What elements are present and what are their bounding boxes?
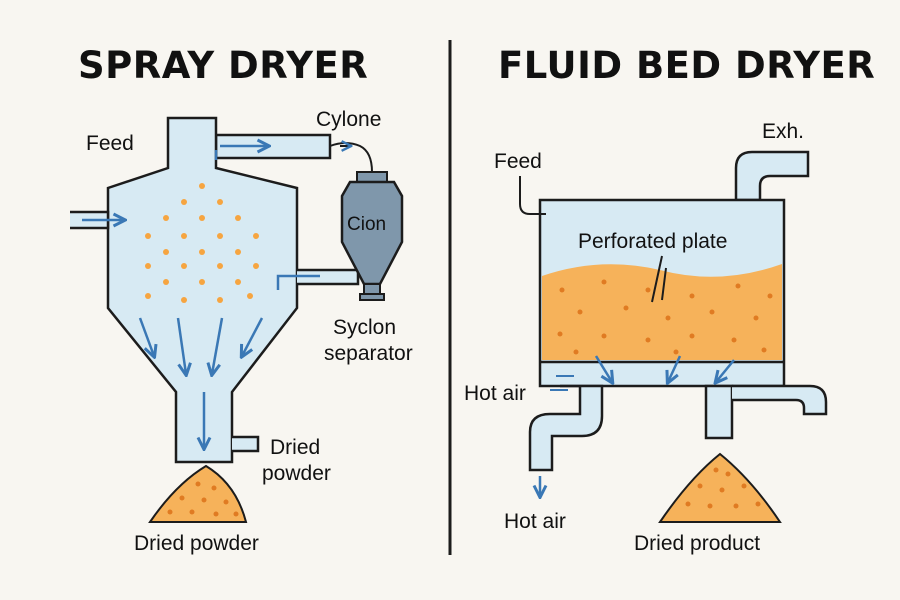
separator-label-line2: separator — [324, 342, 413, 365]
hot-air-in-label: Hot air — [464, 382, 526, 405]
spray-droplets — [145, 183, 259, 303]
spray-powder-outlet — [232, 435, 260, 453]
spray-feed-label: Feed — [86, 132, 134, 155]
cyclone-body-label: Cion — [347, 214, 387, 235]
hot-air-out-label: Hot air — [504, 510, 566, 533]
spray-outlet-label-line2: powder — [262, 462, 331, 485]
fluid-product-pile — [658, 452, 782, 523]
separator-label-line1: Syclon — [333, 316, 397, 339]
spray-chamber — [106, 116, 299, 464]
product-label: Dried product — [634, 532, 761, 555]
spray-side-pipe — [297, 268, 360, 286]
fluid-bed-title: FLUID BED DRYER — [498, 44, 876, 87]
cyclone-label: Cylone — [316, 108, 382, 131]
spray-outlet-label-line1: Dried — [270, 436, 321, 459]
perforated-plate-label: Perforated plate — [578, 230, 728, 253]
spray-powder-pile — [148, 464, 248, 523]
right-air-pipe — [732, 384, 828, 416]
exhaust-pipe — [734, 150, 810, 202]
hot-air-inlet-pipe — [528, 384, 604, 472]
cyclone-separator — [340, 171, 404, 301]
fluid-feed-label: Feed — [494, 150, 542, 173]
exhaust-label: Exh. — [762, 120, 805, 143]
spray-pile-label: Dried powder — [134, 532, 259, 555]
fluid-bed-figure — [519, 150, 828, 523]
spray-dryer-figure — [70, 116, 404, 523]
spray-dryer-title: SPRAY DRYER — [78, 44, 369, 87]
product-outlet-pipe — [704, 384, 734, 440]
